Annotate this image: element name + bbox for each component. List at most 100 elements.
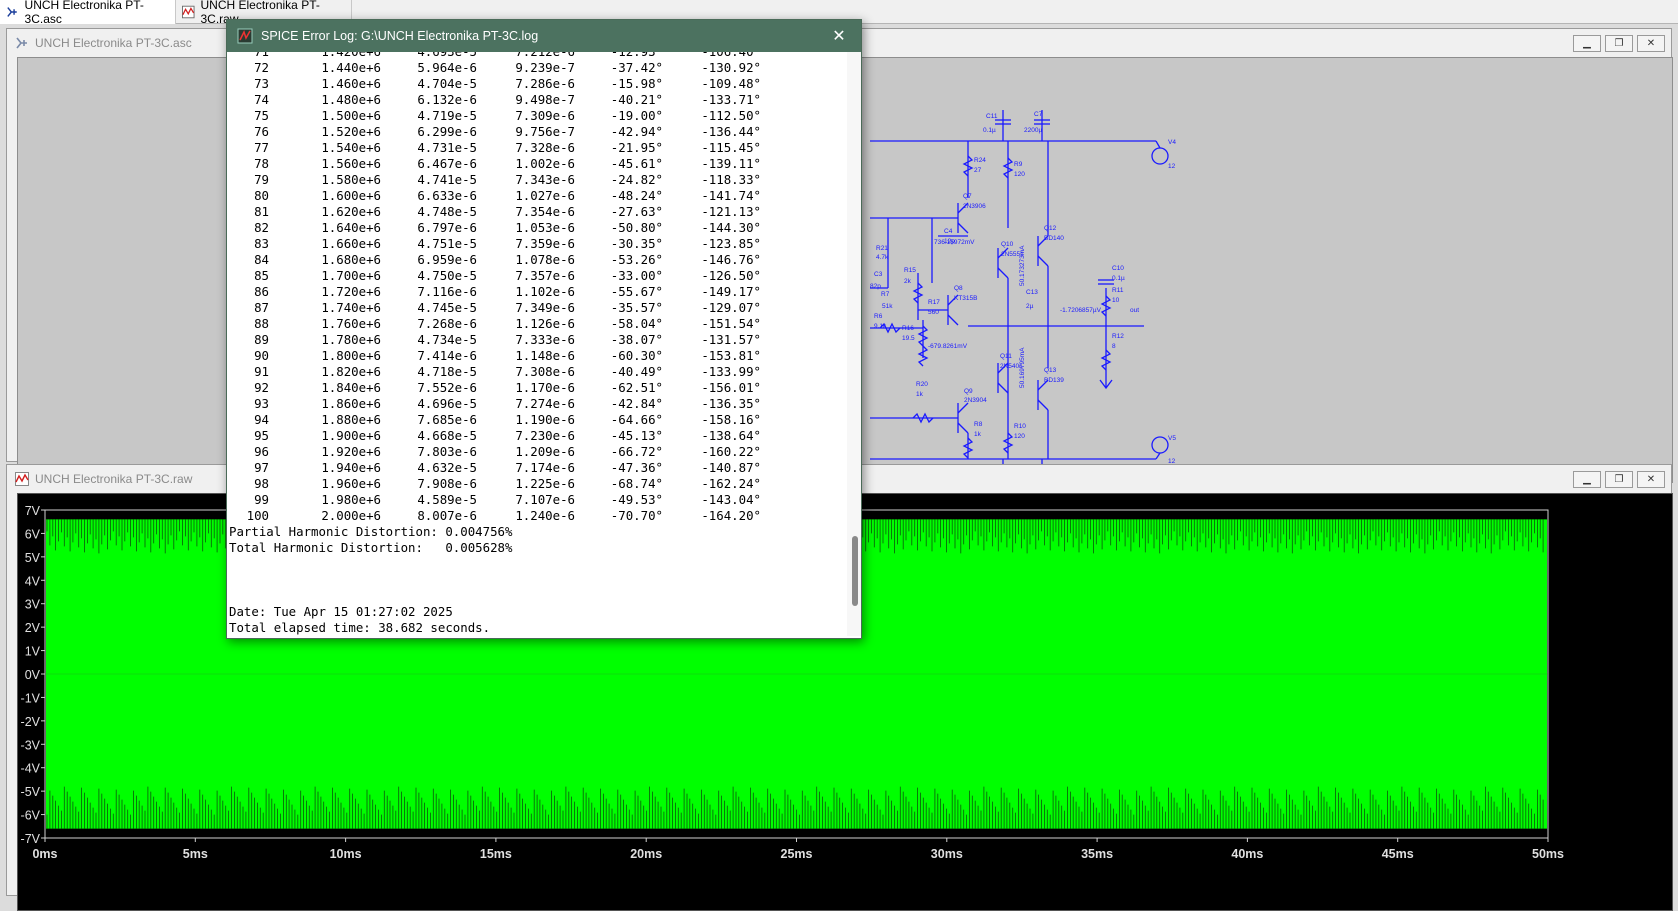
frequency: 1.520e+6: [321, 124, 381, 139]
close-button[interactable]: ✕: [1637, 35, 1665, 52]
frequency: 1.820e+6: [321, 364, 381, 379]
normalized-component: 7.230e-6: [515, 428, 575, 443]
tab-waveform[interactable]: UNCH Electronika PT-3C.raw: [176, 0, 352, 26]
normalized-component: 1.225e-6: [515, 476, 575, 491]
fourier-component: 4.741e-5: [417, 172, 477, 187]
phase: -30.35°: [610, 236, 663, 251]
sch-label: R7: [881, 291, 890, 298]
harmonic-number: 91: [254, 364, 269, 379]
restore-button[interactable]: ❐: [1605, 471, 1633, 488]
normalized-phase: -139.11°: [701, 156, 761, 171]
frequency: 2.000e+6: [321, 508, 381, 523]
normalized-component: 1.027e-6: [515, 188, 575, 203]
frequency: 1.480e+6: [321, 92, 381, 107]
normalized-phase: -138.64°: [701, 428, 761, 443]
y-tick-label: 4V: [25, 574, 41, 588]
fourier-component: 7.268e-6: [417, 316, 477, 331]
total-harmonic-distortion: Total Harmonic Distortion: 0.005628%: [229, 540, 513, 555]
log-text-area[interactable]: 71 1.420e+6 4.693e-5 7.212e-6 -12.93° -1…: [229, 52, 847, 636]
fourier-component: 7.116e-6: [417, 284, 477, 299]
minimize-button[interactable]: ▁: [1573, 471, 1601, 488]
tab-schematic[interactable]: UNCH Electronika PT-3C.asc: [0, 0, 176, 26]
phase: -33.00°: [610, 268, 663, 283]
frequency: 1.660e+6: [321, 236, 381, 251]
dialog-close-button[interactable]: ✕: [817, 20, 861, 52]
spice-error-log-dialog: SPICE Error Log: G:\UNCH Electronika PT-…: [226, 19, 862, 639]
harmonic-number: 92: [254, 380, 269, 395]
normalized-phase: -123.85°: [701, 236, 761, 251]
minimize-icon: ▁: [1583, 474, 1591, 485]
y-tick-label: -1V: [21, 691, 41, 705]
frequency: 1.540e+6: [321, 140, 381, 155]
fourier-component: 4.632e-5: [417, 460, 477, 475]
sch-label: 19.5: [902, 335, 915, 342]
fourier-component: 6.797e-6: [417, 220, 477, 235]
close-icon: ✕: [1646, 38, 1656, 49]
normalized-component: 1.078e-6: [515, 252, 575, 267]
sch-label: 1k: [974, 431, 982, 438]
harmonic-number: 84: [254, 252, 269, 267]
vertical-scrollbar[interactable]: [847, 52, 861, 636]
restore-button[interactable]: ❐: [1605, 35, 1633, 52]
waveform-window-titlebar[interactable]: UNCH Electronika PT-3C.raw: [7, 465, 1671, 493]
frequency: 1.960e+6: [321, 476, 381, 491]
y-tick-label: 6V: [25, 527, 41, 541]
frequency: 1.580e+6: [321, 172, 381, 187]
sch-label: R6: [874, 313, 883, 320]
fourier-component: 4.704e-5: [417, 76, 477, 91]
probe-label: -679.8261mV: [928, 343, 968, 350]
x-tick-label: 25ms: [781, 847, 813, 861]
normalized-component: 7.357e-6: [515, 268, 575, 283]
sch-label: Q11: [1000, 353, 1012, 360]
frequency: 1.740e+6: [321, 300, 381, 315]
log-row-partial: 71 1.420e+6 4.693e-5 7.212e-6 -12.93° -1…: [229, 52, 847, 60]
harmonic-number: 89: [254, 332, 269, 347]
normalized-phase: -143.04°: [701, 492, 761, 507]
close-icon: ✕: [1646, 474, 1656, 485]
phase: -53.26°: [610, 252, 663, 267]
phase: -62.51°: [610, 380, 663, 395]
normalized-phase: -156.01°: [701, 380, 761, 395]
window-title: UNCH Electronika PT-3C.asc: [35, 36, 192, 50]
frequency: 1.500e+6: [321, 108, 381, 123]
schematic-window-titlebar[interactable]: UNCH Electronika PT-3C.asc: [7, 29, 1671, 57]
harmonic-number: 95: [254, 428, 269, 443]
close-button[interactable]: ✕: [1637, 471, 1665, 488]
fourier-component: 5.964e-6: [417, 60, 477, 75]
fourier-component: 7.552e-6: [417, 380, 477, 395]
frequency: 1.900e+6: [321, 428, 381, 443]
frequency: 1.460e+6: [321, 76, 381, 91]
sch-label: 8: [1112, 343, 1116, 350]
sch-label: 9.1k: [874, 323, 887, 330]
normalized-phase: -115.45°: [701, 140, 761, 155]
sch-label: 12: [1168, 458, 1176, 465]
normalized-phase: -129.07°: [701, 300, 761, 315]
sch-label: 2N5551: [1001, 251, 1024, 258]
frequency: 1.920e+6: [321, 444, 381, 459]
normalized-component: 1.053e-6: [515, 220, 575, 235]
normalized-phase: -133.99°: [701, 364, 761, 379]
minimize-button[interactable]: ▁: [1573, 35, 1601, 52]
frequency: 1.640e+6: [321, 220, 381, 235]
x-tick-label: 10ms: [330, 847, 362, 861]
normalized-component: 1.240e-6: [515, 508, 575, 523]
harmonic-number: 79: [254, 172, 269, 187]
scrollbar-thumb[interactable]: [852, 536, 858, 606]
probe-label: 50.173273mA: [1019, 245, 1026, 286]
phase: -40.49°: [610, 364, 663, 379]
harmonic-number: 99: [254, 492, 269, 507]
restore-icon: ❐: [1614, 38, 1624, 49]
dialog-titlebar[interactable]: SPICE Error Log: G:\UNCH Electronika PT-…: [227, 20, 861, 52]
